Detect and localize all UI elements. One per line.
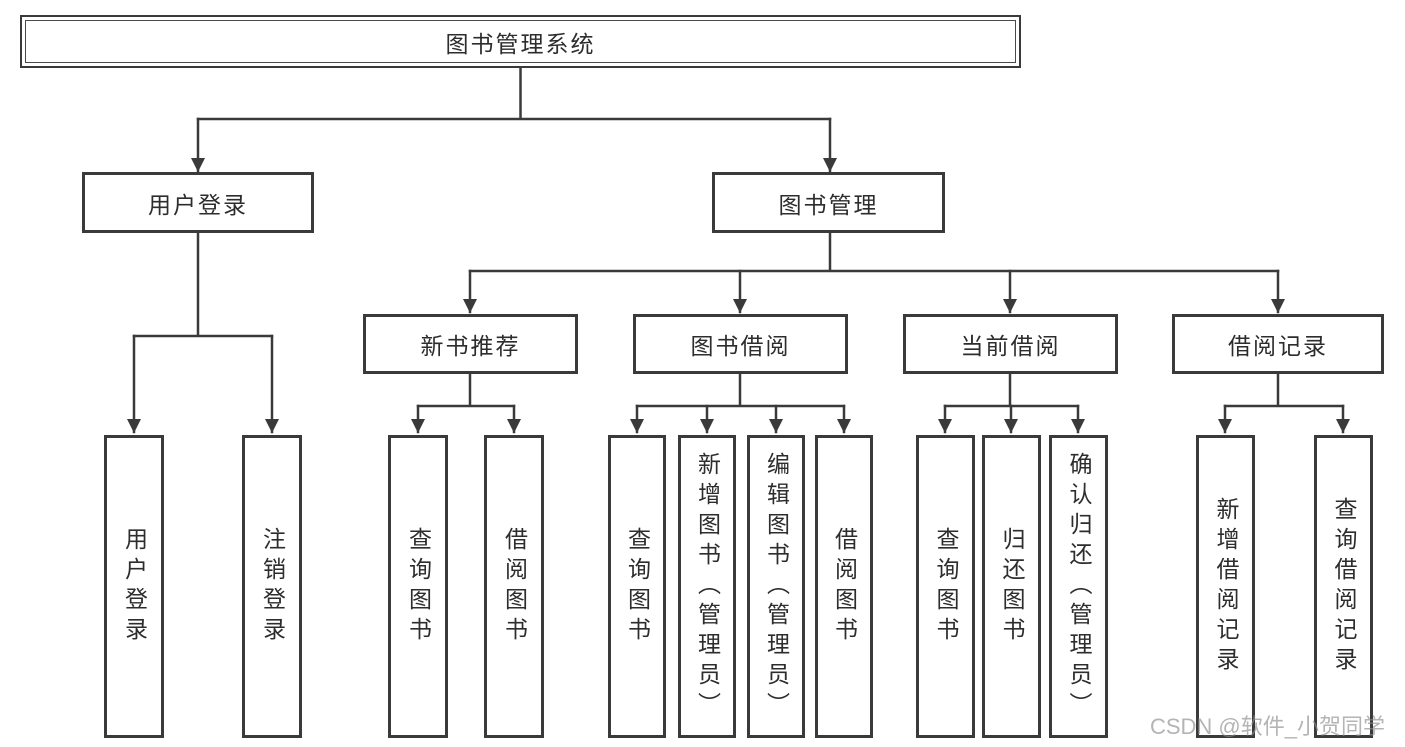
leaf-logout: 注销登录 (242, 435, 302, 738)
leaf-confirm-return-admin: 确认归还（管理员） (1049, 435, 1108, 738)
leaf-add-books-admin: 新增图书（管理员） (678, 435, 736, 738)
leaf-label: 新增图书（管理员） (694, 451, 721, 722)
leaf-borrow-books-recommend: 借阅图书 (484, 435, 544, 738)
leaf-borrow-books: 借阅图书 (815, 435, 873, 738)
leaf-query-books-borrowing: 查询图书 (608, 435, 666, 738)
node-book-borrowing: 图书借阅 (633, 314, 848, 374)
leaf-label: 查询图书 (405, 526, 432, 647)
node-root-label: 图书管理系统 (445, 30, 596, 57)
node-new-book-recommendation: 新书推荐 (363, 314, 578, 374)
leaf-label: 借阅图书 (831, 526, 858, 647)
leaf-label: 用户登录 (121, 526, 148, 647)
node-label: 借阅记录 (1228, 333, 1328, 359)
leaf-label: 查询图书 (624, 526, 651, 647)
leaf-edit-books-admin: 编辑图书（管理员） (747, 435, 805, 738)
leaf-query-borrow-record: 查询借阅记录 (1314, 435, 1373, 738)
leaf-query-books-current: 查询图书 (916, 435, 975, 738)
leaf-label: 查询图书 (933, 526, 959, 647)
node-label: 图书借阅 (690, 333, 791, 359)
node-current-borrowing: 当前借阅 (903, 314, 1118, 374)
leaf-user-login: 用户登录 (104, 435, 164, 738)
node-user-login: 用户登录 (82, 172, 314, 233)
leaf-label: 借阅图书 (501, 526, 528, 647)
leaf-return-books: 归还图书 (982, 435, 1041, 738)
leaf-label: 查询借阅记录 (1331, 496, 1357, 677)
node-label: 图书管理 (778, 191, 879, 218)
connector-skeleton (127, 66, 1350, 434)
node-label: 当前借阅 (960, 333, 1061, 359)
leaf-query-books-recommend: 查询图书 (388, 435, 448, 738)
leaf-label: 确认归还（管理员） (1066, 451, 1092, 722)
node-book-management: 图书管理 (712, 172, 945, 233)
leaf-label: 归还图书 (999, 526, 1025, 647)
node-borrowing-records: 借阅记录 (1172, 314, 1384, 374)
csdn-watermark: CSDN @软件_小贺同学 (1149, 714, 1385, 739)
leaf-label: 新增借阅记录 (1213, 496, 1239, 677)
node-root: 图书管理系统 (20, 15, 1021, 68)
leaf-add-borrow-record: 新增借阅记录 (1196, 435, 1255, 738)
node-label: 新书推荐 (420, 333, 521, 359)
node-label: 用户登录 (148, 191, 248, 218)
leaf-label: 编辑图书（管理员） (763, 451, 790, 722)
leaf-label: 注销登录 (259, 526, 286, 647)
